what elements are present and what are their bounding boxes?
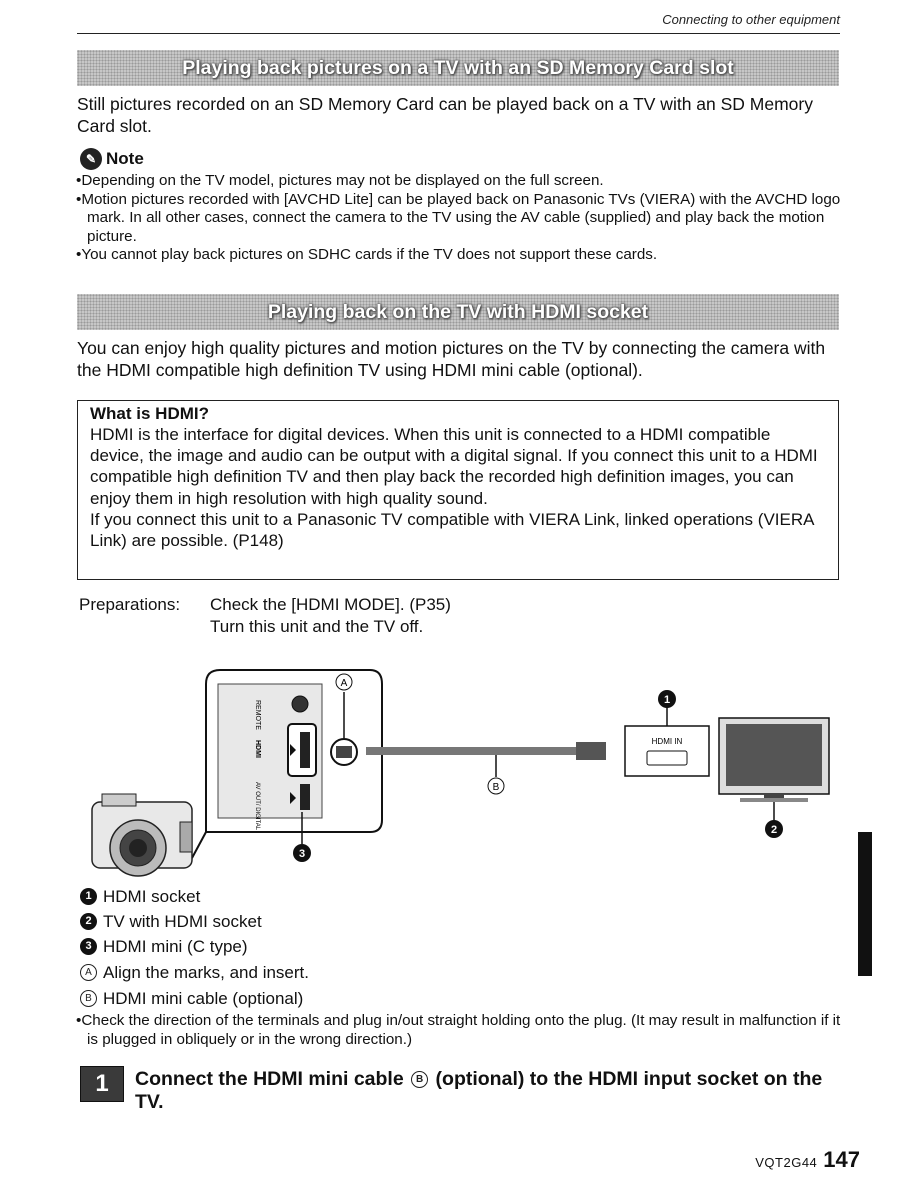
tv-hdmi-socket [646, 750, 688, 766]
sd-card-paragraph: Still pictures recorded on an SD Memory … [77, 94, 813, 136]
tv-screen [726, 724, 822, 786]
step-text-after: (optional) to the HDMI input socket on t… [135, 1068, 823, 1113]
camera-illustration [91, 793, 193, 877]
document-code: VQT2G44 [755, 1155, 818, 1170]
what-is-hdmi-title: What is HDMI? [90, 404, 209, 423]
caution-list: Check the direction of the terminals and… [76, 1012, 846, 1049]
label-b-circle [487, 777, 505, 795]
step-number-icon: 1 [80, 1066, 124, 1102]
full-size-plug [576, 742, 606, 760]
chapter-side-tab [858, 832, 872, 976]
legend-text-a: Align the marks, and insert. [103, 963, 309, 982]
legend-item-3: 3 HDMI mini (C type) [80, 936, 248, 957]
label-2: 2 [771, 824, 777, 836]
tv-stand [740, 798, 808, 802]
legend-text-b: HDMI mini cable (optional) [103, 989, 304, 1008]
section-title-hdmi-text: Playing back on the TV with HDMI socket [267, 300, 649, 323]
label-a: A [341, 678, 348, 689]
port-labels: REMOTE HDMI AV OUT/ DIGITAL [254, 700, 261, 831]
label-1-circle [658, 690, 676, 708]
note-heading: ✎ Note [80, 148, 144, 170]
what-is-hdmi-para2: If you connect this unit to a Panasonic … [90, 509, 814, 551]
note-list: Depending on the TV model, pictures may … [76, 172, 846, 265]
section-title-sd-card-text: Playing back pictures on a TV with an SD… [182, 56, 734, 79]
legend-item-2: 2 TV with HDMI socket [80, 911, 262, 932]
legend-item-1: 1 HDMI socket [80, 886, 200, 907]
port-label-av: AV OUT/ DIGITAL [254, 782, 260, 831]
note-pencil-icon: ✎ [80, 148, 102, 170]
note-item: You cannot play back pictures on SDHC ca… [76, 246, 846, 265]
legend-item-b: B HDMI mini cable (optional) [80, 988, 303, 1009]
legend-mark-3: 3 [80, 938, 97, 955]
label-3-circle [293, 844, 311, 862]
port-label-hdmi: HDMI [254, 740, 261, 758]
connection-diagram: REMOTE HDMI AV OUT/ DIGITAL A B 3 HDMI I… [91, 669, 830, 877]
align-mark-port [290, 744, 296, 756]
caution-item: Check the direction of the terminals and… [76, 1012, 846, 1049]
section-header: Connecting to other equipment [662, 12, 840, 27]
preparations: Preparations: Check the [HDMI MODE]. (P35… [79, 594, 451, 638]
legend-item-a: A Align the marks, and insert. [80, 962, 309, 983]
what-is-hdmi-para1: HDMI is the interface for digital device… [90, 425, 818, 508]
legend-mark-b: B [80, 990, 97, 1007]
legend-mark-a: A [80, 964, 97, 981]
mini-plug [336, 746, 352, 758]
note-title: Note [106, 149, 144, 168]
page-footer: VQT2G44 147 [755, 1147, 860, 1173]
label-b: B [493, 782, 500, 793]
hdmi-cable [366, 747, 576, 755]
note-item: Depending on the TV model, pictures may … [76, 172, 846, 191]
hdmi-intro-paragraph: You can enjoy high quality pictures and … [77, 338, 826, 380]
preparations-line2: Turn this unit and the TV off. [210, 617, 424, 636]
hdmi-in-label: HDMI IN [652, 737, 683, 746]
av-port [300, 784, 310, 810]
legend-text-3: HDMI mini (C type) [103, 937, 248, 956]
header-rule [77, 33, 840, 34]
av-align-mark [290, 792, 296, 804]
preparations-label: Preparations: [79, 595, 181, 614]
what-is-hdmi-box: What is HDMI? HDMI is the interface for … [77, 400, 839, 580]
section-title-sd-card: Playing back pictures on a TV with an SD… [77, 50, 839, 86]
label-3: 3 [299, 848, 305, 860]
step-instruction: Connect the HDMI mini cable B (optional)… [135, 1068, 835, 1114]
label-a-circle [335, 673, 353, 691]
legend-text-1: HDMI socket [103, 887, 201, 906]
port-label-remote: REMOTE [254, 700, 261, 730]
legend-text-2: TV with HDMI socket [103, 912, 262, 931]
label-1: 1 [664, 694, 670, 706]
hdmi-port [300, 732, 310, 768]
section-title-hdmi: Playing back on the TV with HDMI socket [77, 294, 839, 330]
note-item: Motion pictures recorded with [AVCHD Lit… [76, 191, 846, 247]
step-mark-b: B [411, 1071, 429, 1089]
step-text-before: Connect the HDMI mini cable [135, 1068, 410, 1090]
page-number: 147 [823, 1147, 860, 1172]
remote-jack [291, 695, 309, 713]
legend-mark-1: 1 [80, 888, 97, 905]
legend-mark-2: 2 [80, 913, 97, 930]
label-2-circle [765, 820, 783, 838]
preparations-line1: Check the [HDMI MODE]. (P35) [210, 595, 451, 614]
